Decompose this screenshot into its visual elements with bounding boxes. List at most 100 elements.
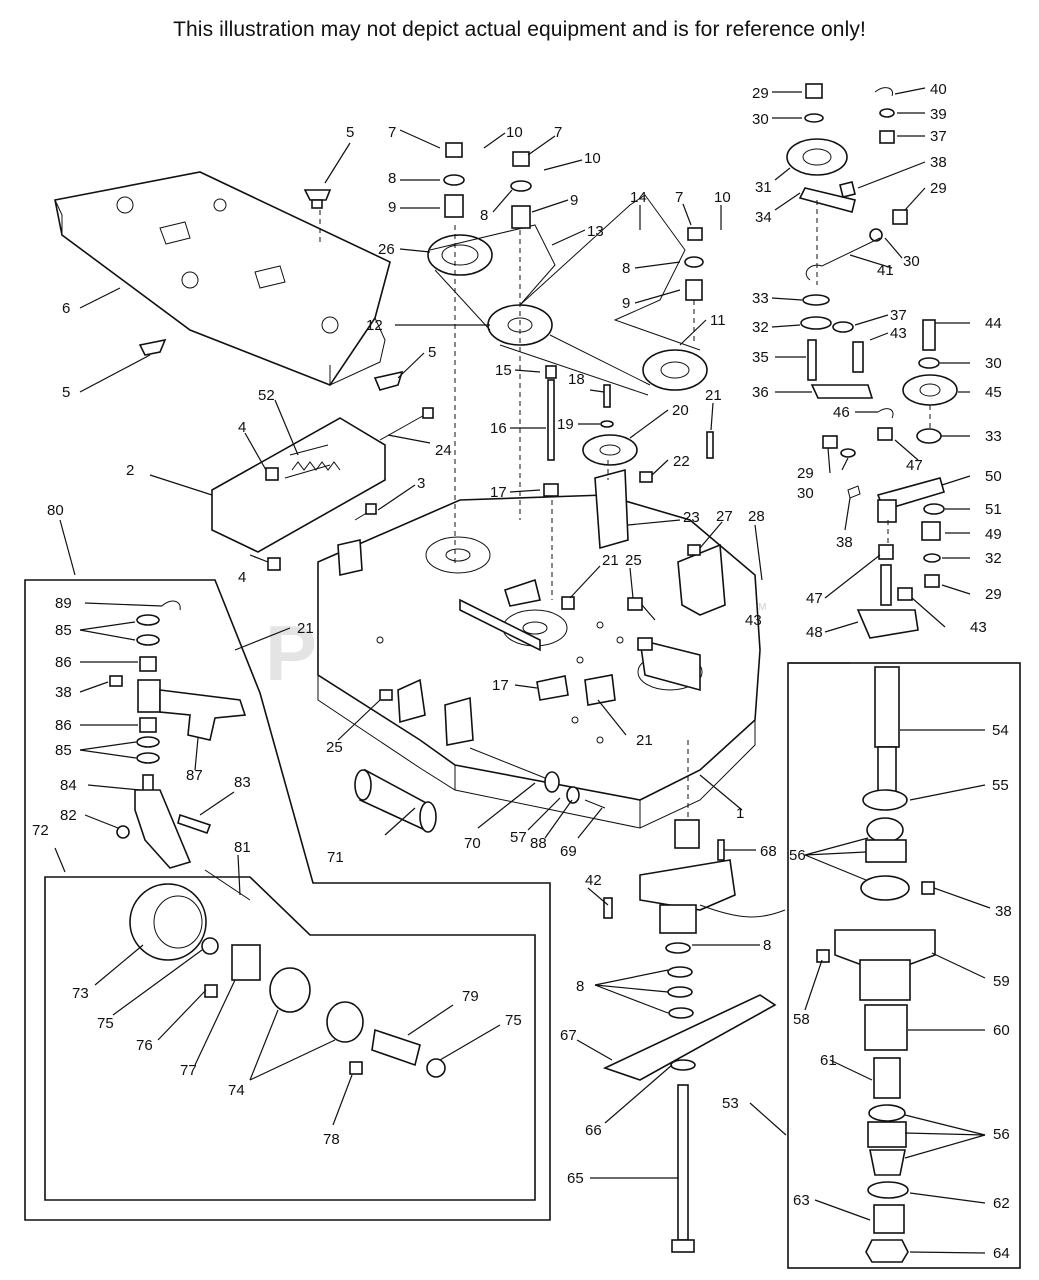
- callout-29[interactable]: 29: [985, 586, 1002, 603]
- callout-43[interactable]: 43: [745, 612, 762, 629]
- callout-7[interactable]: 7: [554, 124, 562, 141]
- callout-88[interactable]: 88: [530, 835, 547, 852]
- callout-42[interactable]: 42: [585, 872, 602, 889]
- callout-78[interactable]: 78: [323, 1131, 340, 1148]
- callout-41[interactable]: 41: [877, 262, 894, 279]
- center-spindle[interactable]: [543, 365, 714, 497]
- nut-25[interactable]: [379, 689, 393, 701]
- callout-45[interactable]: 45: [985, 384, 1002, 401]
- callout-21[interactable]: 21: [602, 552, 619, 569]
- gauge-wheel[interactable]: [129, 883, 446, 1078]
- callout-77[interactable]: 77: [180, 1062, 197, 1079]
- callout-83[interactable]: 83: [234, 774, 251, 791]
- right-pulley-stack[interactable]: [822, 319, 958, 639]
- callout-37[interactable]: 37: [890, 307, 907, 324]
- callout-11[interactable]: 11: [710, 312, 726, 329]
- callout-32[interactable]: 32: [752, 319, 769, 336]
- callout-7[interactable]: 7: [675, 189, 683, 206]
- callout-8[interactable]: 8: [576, 978, 584, 995]
- callout-75[interactable]: 75: [97, 1015, 114, 1032]
- callout-10[interactable]: 10: [714, 189, 731, 206]
- callout-50[interactable]: 50: [985, 468, 1002, 485]
- callout-71[interactable]: 71: [327, 849, 344, 866]
- callout-16[interactable]: 16: [490, 420, 507, 437]
- spindle-housing-small[interactable]: [603, 819, 736, 1019]
- callout-43[interactable]: 43: [970, 619, 987, 636]
- callout-87[interactable]: 87: [186, 767, 203, 784]
- callout-60[interactable]: 60: [993, 1022, 1010, 1039]
- callout-38[interactable]: 38: [55, 684, 72, 701]
- callout-65[interactable]: 65: [567, 1170, 584, 1187]
- callout-17[interactable]: 17: [492, 677, 509, 694]
- mower-blade[interactable]: [602, 994, 777, 1081]
- callout-86[interactable]: 86: [55, 717, 72, 734]
- knob-right[interactable]: [373, 370, 404, 391]
- callout-61[interactable]: 61: [820, 1052, 837, 1069]
- callout-55[interactable]: 55: [992, 777, 1009, 794]
- callout-15[interactable]: 15: [495, 362, 512, 379]
- callout-85[interactable]: 85: [55, 622, 72, 639]
- callout-13[interactable]: 13: [587, 223, 604, 240]
- callout-79[interactable]: 79: [462, 988, 479, 1005]
- callout-80[interactable]: 80: [47, 502, 64, 519]
- callout-17[interactable]: 17: [490, 484, 507, 501]
- callout-35[interactable]: 35: [752, 349, 769, 366]
- callout-10[interactable]: 10: [584, 150, 601, 167]
- callout-72[interactable]: 72: [32, 822, 49, 839]
- deck-cover[interactable]: [54, 171, 391, 386]
- belt-assembly[interactable]: [427, 194, 708, 396]
- callout-22[interactable]: 22: [673, 453, 690, 470]
- callout-28[interactable]: 28: [748, 508, 765, 525]
- anti-scalp-arm[interactable]: [109, 600, 251, 901]
- callout-18[interactable]: 18: [568, 371, 585, 388]
- callout-24[interactable]: 24: [435, 442, 452, 459]
- knob-top[interactable]: [303, 189, 332, 209]
- callout-8[interactable]: 8: [763, 937, 771, 954]
- callout-53[interactable]: 53: [722, 1095, 739, 1112]
- callout-34[interactable]: 34: [755, 209, 772, 226]
- callout-19[interactable]: 19: [557, 416, 574, 433]
- callout-36[interactable]: 36: [752, 384, 769, 401]
- callout-6[interactable]: 6: [62, 300, 70, 317]
- callout-12[interactable]: 12: [366, 317, 383, 334]
- callout-26[interactable]: 26: [378, 241, 395, 258]
- callout-63[interactable]: 63: [793, 1192, 810, 1209]
- callout-39[interactable]: 39: [930, 106, 947, 123]
- callout-62[interactable]: 62: [993, 1195, 1010, 1212]
- callout-33[interactable]: 33: [985, 428, 1002, 445]
- callout-67[interactable]: 67: [560, 1027, 577, 1044]
- callout-44[interactable]: 44: [985, 315, 1002, 332]
- callout-20[interactable]: 20: [672, 402, 689, 419]
- hardware-stack-a[interactable]: [443, 142, 704, 301]
- callout-66[interactable]: 66: [585, 1122, 602, 1139]
- callout-30[interactable]: 30: [985, 355, 1002, 372]
- callout-43[interactable]: 43: [890, 325, 907, 342]
- callout-81[interactable]: 81: [234, 839, 251, 856]
- callout-70[interactable]: 70: [464, 835, 481, 852]
- callout-52[interactable]: 52: [258, 387, 275, 404]
- callout-23[interactable]: 23: [683, 509, 700, 526]
- callout-30[interactable]: 30: [752, 111, 769, 128]
- roller[interactable]: [354, 768, 437, 833]
- callout-5[interactable]: 5: [62, 384, 70, 401]
- bolt-3[interactable]: [354, 503, 377, 521]
- callout-10[interactable]: 10: [506, 124, 523, 141]
- callout-86[interactable]: 86: [55, 654, 72, 671]
- callout-84[interactable]: 84: [60, 777, 77, 794]
- callout-5[interactable]: 5: [428, 344, 436, 361]
- callout-8[interactable]: 8: [480, 207, 488, 224]
- callout-9[interactable]: 9: [388, 199, 396, 216]
- bolt-24[interactable]: [379, 407, 434, 441]
- callout-64[interactable]: 64: [993, 1245, 1010, 1262]
- idler-arm-assembly[interactable]: [786, 83, 908, 399]
- callout-2[interactable]: 2: [126, 462, 134, 479]
- callout-14[interactable]: 14: [630, 189, 647, 206]
- blade-bolt[interactable]: [671, 1084, 695, 1253]
- callout-21[interactable]: 21: [636, 732, 653, 749]
- spindle-detail[interactable]: [816, 666, 936, 1263]
- callout-75[interactable]: 75: [505, 1012, 522, 1029]
- callout-31[interactable]: 31: [755, 179, 772, 196]
- callout-54[interactable]: 54: [992, 722, 1009, 739]
- mower-deck[interactable]: [317, 468, 761, 829]
- callout-76[interactable]: 76: [136, 1037, 153, 1054]
